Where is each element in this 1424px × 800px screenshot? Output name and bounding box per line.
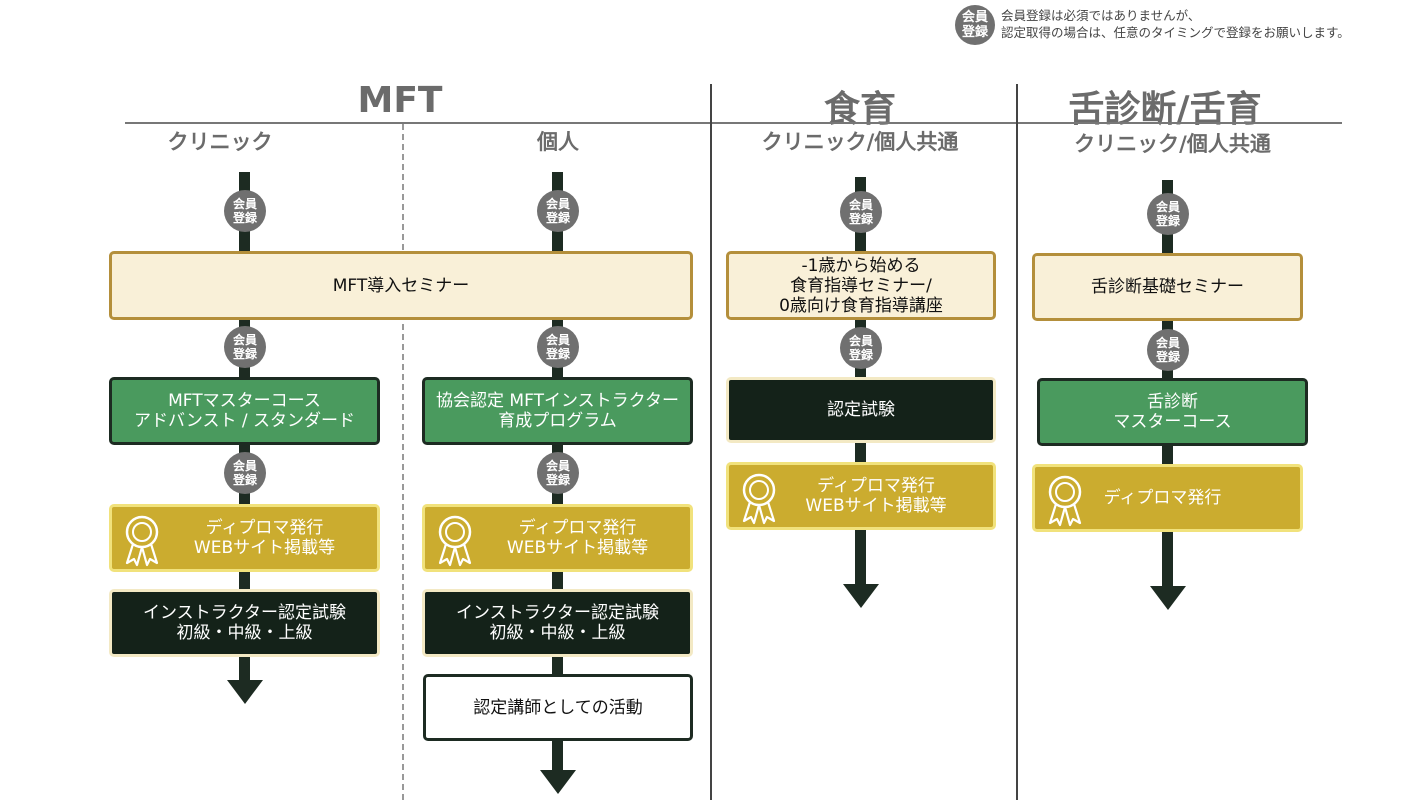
arrow-down-icon	[227, 680, 263, 704]
column-title-shokuiku-common: クリニック/個人共通	[761, 130, 959, 154]
box-zetsu-basic-seminar: 舌診断基礎セミナー	[1032, 253, 1303, 321]
medal-icon	[125, 515, 159, 567]
member-registration-badge-legend: 会員登録	[955, 5, 995, 45]
medal-icon	[438, 515, 472, 567]
member-registration-badge: 会員登録	[1147, 329, 1189, 371]
column-title-kojin: 個人	[537, 130, 579, 154]
member-registration-badge: 会員登録	[537, 326, 579, 368]
member-registration-badge: 会員登録	[224, 190, 266, 232]
section-title-zetsu: 舌診断/舌育	[1068, 89, 1262, 130]
box-shokuiku-exam: 認定試験	[726, 377, 996, 443]
legend-note-line-2: 認定取得の場合は、任意のタイミングで登録をお願いします。	[1001, 25, 1350, 40]
arrow-down-icon	[540, 770, 576, 794]
column-title-clinic: クリニック	[167, 130, 273, 154]
box-mft-master-course: MFTマスターコースアドバンスト / スタンダード	[109, 377, 380, 445]
arrow-down-icon	[1150, 586, 1186, 610]
box-zetsu-master-course: 舌診断マスターコース	[1037, 378, 1308, 446]
member-registration-badge: 会員登録	[224, 326, 266, 368]
section-title-shokuiku: 食育	[823, 89, 896, 130]
arrow-down-icon	[843, 584, 879, 608]
box-instructor-exam-clinic: インストラクター認定試験初級・中級・上級	[109, 589, 380, 657]
member-registration-badge: 会員登録	[537, 452, 579, 494]
member-registration-badge: 会員登録	[840, 191, 882, 233]
member-registration-badge: 会員登録	[1147, 193, 1189, 235]
column-divider-mft	[402, 124, 404, 800]
medal-icon	[1048, 475, 1082, 527]
box-instructor-exam-kojin: インストラクター認定試験初級・中級・上級	[422, 589, 693, 657]
legend-note: 会員登録は必須ではありませんが、 認定取得の場合は、任意のタイミングで登録をお願…	[1001, 7, 1350, 41]
section-divider-2	[1016, 84, 1018, 800]
medal-icon	[742, 473, 776, 525]
box-mft-instructor-program: 協会認定 MFTインストラクター育成プログラム	[422, 377, 693, 445]
column-title-zetsu-common: クリニック/個人共通	[1074, 132, 1271, 156]
box-diploma-zetsu: ディプロマ発行	[1032, 464, 1303, 532]
member-registration-badge: 会員登録	[224, 452, 266, 494]
member-registration-badge: 会員登録	[537, 190, 579, 232]
box-shokuiku-seminar: -1歳から始める食育指導セミナー/0歳向け食育指導講座	[726, 251, 996, 320]
legend-note-line-1: 会員登録は必須ではありませんが、	[1001, 8, 1201, 23]
box-mft-intro-seminar: MFT導入セミナー	[109, 251, 693, 320]
header-rule	[125, 122, 1342, 124]
member-registration-badge: 会員登録	[840, 327, 882, 369]
section-title-mft: MFT	[357, 80, 443, 121]
box-lecturer-activity: 認定講師としての活動	[423, 674, 693, 741]
section-divider-1	[710, 84, 712, 800]
